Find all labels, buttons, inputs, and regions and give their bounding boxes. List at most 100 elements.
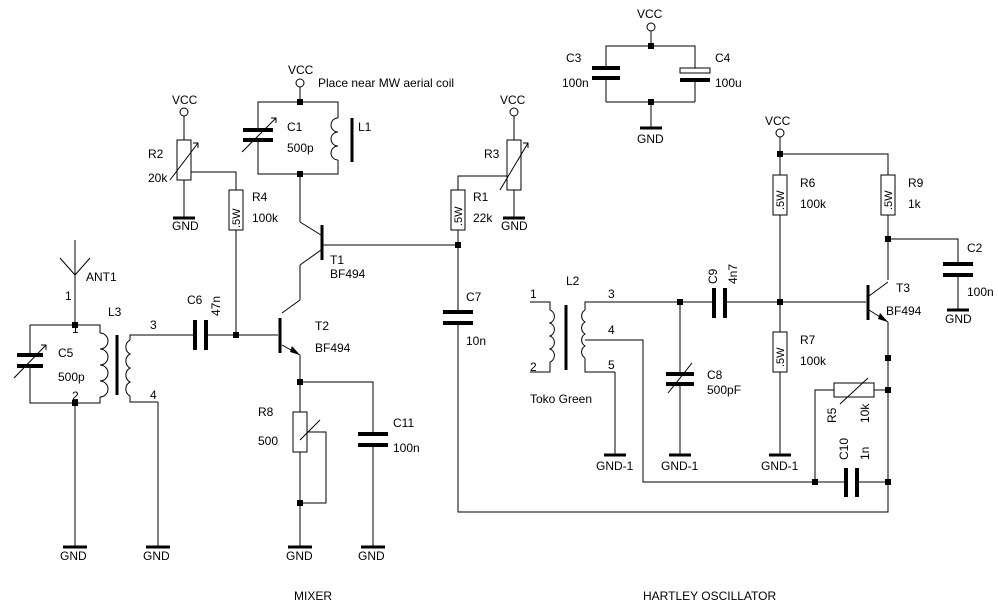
svg-text:T2: T2 — [315, 319, 329, 333]
svg-text:C5: C5 — [58, 346, 74, 360]
svg-text:C9: C9 — [706, 268, 720, 284]
svg-text:R2: R2 — [148, 147, 164, 161]
svg-text:L3: L3 — [108, 305, 122, 319]
svg-text:C1: C1 — [287, 120, 303, 134]
svg-text:BF494: BF494 — [315, 341, 351, 355]
capacitor-c2: GND C2 100n — [888, 238, 994, 326]
svg-text:GND: GND — [60, 549, 87, 563]
svg-text:5: 5 — [608, 358, 615, 372]
transistor-t1: T1 BF494 — [299, 174, 458, 281]
svg-text:GND-1: GND-1 — [596, 459, 634, 473]
svg-text:C7: C7 — [466, 290, 482, 304]
svg-text:.5W: .5W — [883, 190, 895, 210]
placement-note: Place near MW aerial coil — [318, 76, 454, 90]
svg-text:10n: 10n — [466, 334, 486, 348]
svg-text:500p: 500p — [287, 141, 314, 155]
svg-text:GND: GND — [286, 549, 313, 563]
svg-text:100k: 100k — [800, 354, 827, 368]
svg-text:.5W: .5W — [775, 190, 787, 210]
svg-text:GND-1: GND-1 — [661, 459, 699, 473]
transformer-l2: GND-1 L2 1 2 3 4 5 Toko Green — [530, 274, 815, 483]
trim-resistor-r5: R5 10k — [814, 355, 891, 512]
resistor-r1: .5W R1 22k — [450, 175, 514, 248]
svg-text:GND: GND — [637, 132, 664, 146]
svg-text:4: 4 — [608, 323, 615, 337]
vcc-symbol-oscillator: VCC — [765, 114, 791, 154]
trim-resistor-r8: GND R8 500 — [258, 382, 327, 563]
tuning-capacitor-c5: C5 500p — [13, 324, 85, 404]
svg-text:L1: L1 — [358, 120, 372, 134]
vcc-symbol-r2: VCC — [172, 93, 198, 140]
svg-text:3: 3 — [608, 287, 615, 301]
coupling-capacitor-c6: C6 47n — [155, 293, 278, 350]
svg-text:100k: 100k — [252, 211, 279, 225]
transformer-l3: L3 1 2 3 4 GND GND — [60, 305, 170, 563]
svg-text:VCC: VCC — [637, 7, 663, 21]
svg-text:1n: 1n — [858, 447, 872, 460]
transistor-t2: T2 BF494 — [278, 265, 351, 385]
decoupling-network: GND C3 100n C4 100u — [562, 43, 742, 146]
antenna-ant1: ANT1 1 — [59, 240, 117, 325]
svg-text:1: 1 — [530, 287, 537, 301]
capacitor-c10: C10 1n — [812, 438, 891, 497]
svg-text:GND-1: GND-1 — [761, 459, 799, 473]
svg-text:VCC: VCC — [765, 114, 791, 128]
svg-text:.5W: .5W — [453, 206, 465, 226]
resistor-r9: .5W R9 1k — [780, 153, 924, 280]
svg-text:R1: R1 — [473, 190, 489, 204]
svg-text:R3: R3 — [484, 147, 500, 161]
svg-text:2: 2 — [530, 360, 537, 374]
svg-text:VCC: VCC — [288, 63, 314, 77]
svg-text:GND: GND — [945, 312, 972, 326]
svg-text:R6: R6 — [800, 176, 816, 190]
svg-text:C6: C6 — [187, 293, 203, 307]
svg-text:R4: R4 — [252, 190, 268, 204]
svg-text:4n7: 4n7 — [726, 264, 740, 284]
svg-text:100n: 100n — [393, 441, 420, 455]
svg-text:C2: C2 — [967, 241, 983, 255]
svg-text:ANT1: ANT1 — [86, 270, 117, 284]
svg-text:GND: GND — [501, 219, 528, 233]
svg-text:VCC: VCC — [500, 93, 526, 107]
capacitor-c11: GND C11 100n — [300, 381, 420, 563]
svg-text:.5W: .5W — [231, 208, 243, 228]
svg-text:500pF: 500pF — [707, 383, 741, 397]
svg-text:T1: T1 — [330, 253, 344, 267]
c3-value: 100n — [562, 76, 589, 90]
svg-text:4: 4 — [150, 388, 157, 402]
svg-text:20k: 20k — [148, 171, 168, 185]
svg-text:C11: C11 — [393, 416, 414, 430]
resistor-r6: .5W R6 100k — [772, 151, 827, 332]
svg-text:500p: 500p — [58, 370, 85, 384]
trim-capacitor-c8: GND-1 C8 500pF — [620, 299, 741, 473]
svg-text:R9: R9 — [908, 176, 924, 190]
svg-text:Toko Green: Toko Green — [530, 392, 592, 406]
svg-text:R5: R5 — [825, 407, 839, 423]
svg-text:1: 1 — [65, 289, 72, 303]
svg-text:C10: C10 — [837, 438, 851, 460]
svg-text:1: 1 — [72, 322, 79, 336]
svg-text:BF494: BF494 — [330, 267, 366, 281]
svg-text:22k: 22k — [473, 211, 493, 225]
transistor-t3: T3 BF494 — [866, 281, 922, 358]
svg-text:1k: 1k — [908, 197, 922, 211]
capacitor-c9: C9 4n7 — [706, 264, 866, 318]
svg-text:GND: GND — [172, 219, 199, 233]
svg-text:3: 3 — [150, 318, 157, 332]
svg-text:500: 500 — [258, 434, 278, 448]
mixer-section-title: MIXER — [294, 589, 332, 603]
tank-l1-c1: C1 500p L1 — [241, 99, 372, 177]
trim-resistor-r3: GND R3 — [484, 139, 529, 233]
resistor-r4: .5W R4 100k — [228, 189, 279, 335]
svg-text:R7: R7 — [800, 333, 816, 347]
svg-text:2: 2 — [72, 389, 79, 403]
svg-text:GND: GND — [143, 549, 170, 563]
vcc-symbol-r3: VCC — [500, 93, 526, 140]
oscillator-section-title: HARTLEY OSCILLATOR — [643, 589, 776, 603]
trim-resistor-r2: GND R2 20k — [148, 139, 237, 233]
vcc-symbol-l1: VCC — [288, 63, 314, 102]
svg-text:.5W: .5W — [775, 347, 787, 367]
c3-label: C3 — [566, 51, 582, 65]
svg-text:47n: 47n — [209, 296, 223, 316]
